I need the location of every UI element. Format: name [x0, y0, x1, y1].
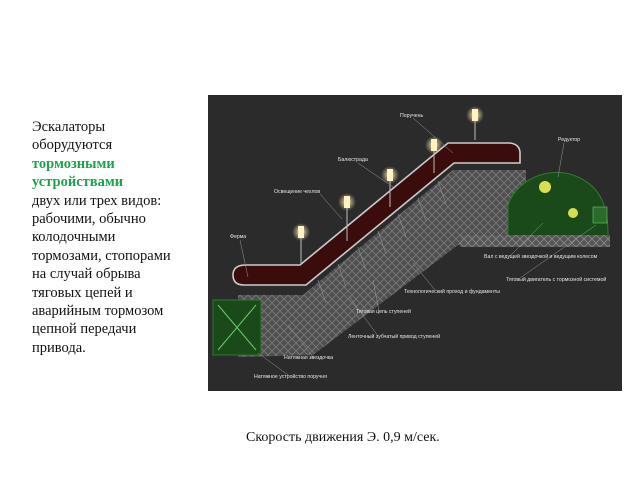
- text-line: Эскалаторы: [32, 119, 106, 135]
- text-line: аварийным тормозом: [32, 303, 164, 320]
- escalator-diagram: Поручень Балюстрада Освещение чехлов Фер…: [208, 95, 622, 391]
- text-line: привода.: [32, 339, 86, 356]
- label-handrail: Поручень: [400, 113, 423, 119]
- label-shaft: Вал с ведущей звездочкой и ведущим колес…: [484, 253, 598, 260]
- description-text: Эскалаторы оборудуются тормозными устрой…: [32, 118, 192, 357]
- label-guide-track: Ленточный зубчатый привод ступеней: [348, 333, 440, 340]
- steps: [317, 180, 447, 304]
- speed-caption: Скорость движения Э. 0,9 м/сек.: [246, 430, 566, 446]
- motor-icon: [592, 206, 608, 224]
- label-lighting: Освещение чехлов: [274, 189, 320, 195]
- highlight-text: устройствами: [32, 174, 124, 191]
- text-line: оборудуются: [32, 137, 113, 154]
- label-motor: Тяговый двигатель с тормозной системой: [506, 276, 606, 283]
- label-balustrade: Балюстрада: [338, 157, 368, 163]
- tension-frame: [217, 304, 257, 351]
- balustrade-lamps: [292, 106, 484, 265]
- text-line: колодочными: [32, 229, 116, 246]
- handrail: [232, 142, 521, 286]
- gear-icon: [568, 208, 578, 218]
- text-line: тяговых цепей и: [32, 284, 133, 301]
- text-line: тормозами, стопорами: [32, 247, 171, 264]
- truss: [238, 170, 526, 357]
- caption-label: Скорость движения: [246, 430, 364, 445]
- highlight-text: тормозными: [32, 155, 115, 172]
- caption-value: Э. 0,9 м/сек.: [366, 430, 440, 445]
- label-truss: Ферма: [230, 234, 246, 240]
- text-line: цепной передачи: [32, 321, 137, 338]
- label-reducer: Редуктор: [558, 137, 580, 143]
- text-line: двух или трех видов:: [32, 192, 162, 209]
- leader-lines: [239, 117, 597, 376]
- label-handrail-tension: Натяжное устройство поручня: [254, 373, 327, 380]
- drive-machinery: [507, 171, 609, 246]
- sprocket-icon: [539, 181, 551, 193]
- text-line: на случай обрыва: [32, 266, 141, 283]
- label-tension-sprocket: Натяжная звездочка: [284, 355, 333, 361]
- label-traction-chain: Тяговая цепь ступеней: [356, 308, 411, 315]
- upper-landing: [460, 235, 610, 247]
- label-passage: Технологический проход и фундаменты: [404, 288, 500, 295]
- text-line: рабочими, обычно: [32, 211, 146, 228]
